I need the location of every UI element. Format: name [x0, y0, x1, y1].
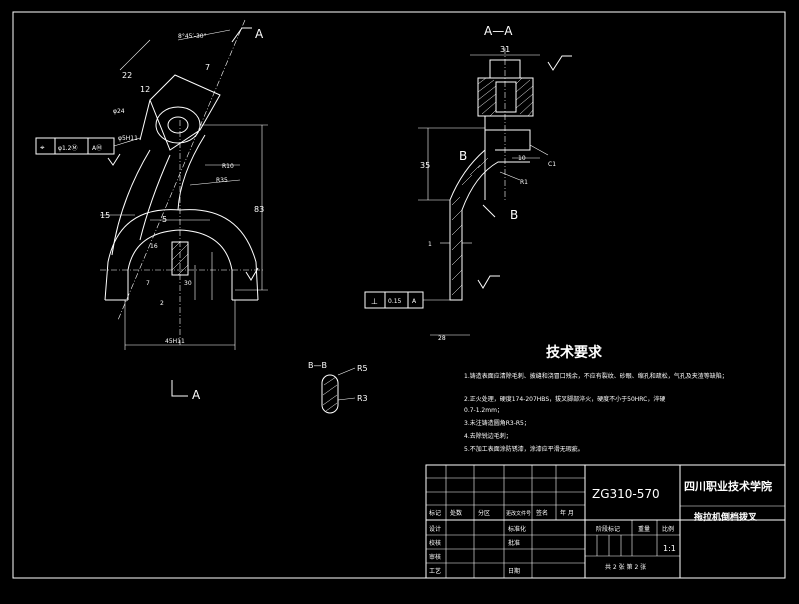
mark-label: 标记	[429, 509, 441, 517]
tolerance-frame-left	[35, 137, 141, 155]
fork-main-view	[100, 19, 268, 350]
dim-2: 2	[160, 300, 164, 307]
dim-5: 5	[162, 215, 167, 224]
material-name: ZG310-570	[592, 487, 660, 501]
tolerance-frame-right	[364, 291, 450, 309]
dim-c1: C1	[548, 161, 556, 168]
mark-label: 签名	[536, 509, 548, 517]
dim-r1: R1	[520, 179, 528, 186]
tolerance-symbol-right: ⊥	[371, 297, 378, 306]
dim-r10: R10	[222, 163, 234, 170]
tech-item: 3.未注铸造圆角R3-R5；	[464, 419, 530, 427]
mark-label: 更改文件号	[506, 510, 531, 517]
row-label: 设计	[429, 525, 441, 533]
tech-requirements-heading: 技术要求	[546, 344, 603, 361]
tech-requirements-list: 1.铸造表面应清除毛刺、披缝和浇冒口残余，不应有裂纹、砂眼、缩孔和疏松，气孔及夹…	[464, 372, 728, 453]
dim-45h11: 45H11	[165, 338, 185, 345]
mark-labels-row: 标记 处数 分区 更改文件号 签名 年 月	[429, 509, 574, 517]
outer-border	[12, 11, 786, 579]
bb-r3: R3	[357, 394, 368, 403]
dim-22: 22	[122, 71, 132, 80]
tolerance-value-left: φ1.2Ⓜ	[58, 144, 78, 152]
dim-angle: 8°45′-30°	[178, 33, 207, 40]
tech-item: 1.铸造表面应清除毛刺、披缝和浇冒口残余，不应有裂纹、砂眼、缩孔和疏松，气孔及夹…	[464, 372, 728, 380]
dim-35: 35	[420, 161, 430, 170]
tech-item: 0.7-1.2mm；	[464, 407, 503, 414]
dim-16: 16	[150, 243, 158, 250]
dim-phi5h11: φ5H11	[118, 135, 138, 142]
view-arrow-top	[231, 27, 252, 43]
sheet-text: 共 2 张 第 2 张	[605, 563, 646, 571]
tolerance-datum-left: AⓂ	[92, 144, 102, 152]
tech-item: 5.不加工表面涂防锈漆，涂漆应平滑无瑕疵。	[464, 445, 584, 453]
tech-item: 2.正火处理，硬度174-207HBS，拔叉脚部淬火，硬度不小于50HRC，淬硬	[464, 395, 665, 403]
dim-31: 31	[500, 45, 510, 54]
roughness-symbols	[107, 55, 572, 289]
dim-15: 15	[100, 211, 110, 220]
mid-labels: 标准化 批准 日期	[508, 525, 526, 575]
mark-label: 处数	[450, 509, 462, 517]
dim-phi24: φ24	[113, 108, 125, 115]
view-arrow-bottom	[171, 380, 188, 397]
mark-label: 分区	[478, 509, 490, 517]
tolerance-value-right: 0.15	[388, 298, 402, 305]
dim-7: 7	[205, 63, 210, 72]
view-label-a-top: A	[255, 27, 264, 41]
tech-item: 4.去除锐边毛刺；	[464, 432, 512, 440]
tolerance-symbol-left: ⌖	[40, 143, 45, 152]
mid-label: 标准化	[508, 525, 526, 533]
mark-label: 年 月	[560, 509, 574, 517]
scale-value: 1:1	[663, 544, 676, 553]
dim-r35: R35	[216, 177, 228, 184]
part-name: 拖拉机倒档拨叉	[694, 511, 758, 523]
section-bb-view	[321, 367, 356, 414]
row-label: 工艺	[429, 567, 441, 575]
mid-label: 日期	[508, 567, 520, 575]
title-block	[425, 464, 786, 579]
tolerance-datum-right: A	[412, 298, 417, 305]
row-label: 校核	[429, 539, 441, 547]
bb-r5: R5	[357, 364, 368, 373]
section-cut-b	[482, 204, 496, 218]
section-b-mark-right: B	[510, 208, 518, 222]
dim-10: 10	[518, 155, 526, 162]
school-name: 四川职业技术学院	[684, 479, 772, 493]
dim-28: 28	[438, 335, 446, 342]
dim-7b: 7	[146, 280, 150, 287]
section-aa-view	[418, 48, 549, 336]
section-bb-label: B—B	[308, 361, 327, 370]
dim-83: 83	[254, 205, 264, 214]
row-labels: 设计 校核 审核 工艺	[429, 525, 441, 575]
view-label-a-bottom: A	[192, 388, 201, 402]
dim-1: 1	[428, 241, 432, 248]
row-label: 审核	[429, 553, 441, 561]
dim-30: 30	[184, 280, 192, 287]
stage-label: 阶段标记	[596, 525, 620, 533]
section-b-mark-left: B	[459, 149, 467, 163]
mid-label: 批准	[508, 539, 520, 547]
dim-12: 12	[140, 85, 150, 94]
section-aa-label: A—A	[484, 24, 513, 38]
scale-label: 比例	[662, 525, 674, 533]
weight-label: 重量	[638, 525, 650, 533]
